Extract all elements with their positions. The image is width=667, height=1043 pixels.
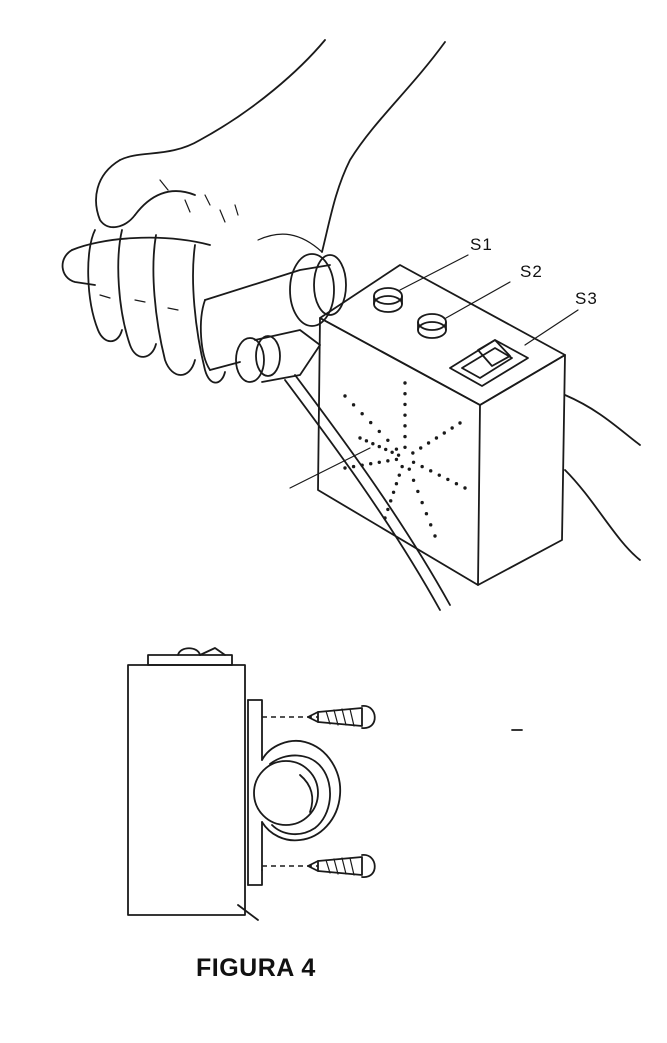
speaker-dot [403, 392, 407, 396]
speaker-dot [397, 473, 401, 477]
speaker-dot [424, 512, 429, 516]
speaker-dot [420, 464, 424, 469]
hand-drawing [61, 39, 446, 384]
speaker-dot [377, 444, 381, 449]
speaker-dot [369, 462, 373, 466]
side-view-box [127, 647, 259, 921]
speaker-dot [396, 453, 401, 457]
speaker-dot [377, 429, 381, 434]
figure-caption: FIGURA 4 [196, 954, 316, 982]
speaker-dot [394, 447, 399, 451]
cable-drawing [284, 374, 451, 611]
speaker-dot [400, 464, 404, 469]
speaker-dot [351, 464, 356, 469]
speaker-dot [394, 457, 399, 462]
speaker-dot [369, 420, 373, 425]
speaker-dot [394, 482, 399, 486]
speaker-dot [433, 534, 437, 538]
speaker-dot [403, 381, 407, 385]
label-s3: S3 [575, 289, 598, 308]
label-leaders [289, 254, 579, 489]
speaker-dot [403, 402, 407, 407]
speaker-dot [446, 477, 450, 482]
speaker-dot [442, 431, 446, 435]
speaker-dot [411, 478, 416, 482]
speaker-dot [343, 394, 347, 398]
screw-top [262, 705, 376, 729]
speaker-dot [458, 421, 462, 425]
speaker-dot [351, 403, 356, 407]
speaker-dot [377, 460, 381, 464]
speaker-dot [386, 507, 390, 512]
speaker-dot [383, 516, 387, 520]
speaker-dot [426, 441, 431, 445]
switch-s3 [449, 339, 529, 387]
speaker-dot [403, 413, 407, 417]
speaker-dot [358, 436, 362, 440]
speaker-dot [364, 439, 369, 443]
speaker-dot [390, 450, 394, 454]
speaker-dot [429, 523, 433, 527]
speaker-dot [391, 490, 396, 494]
speaker-dot [434, 436, 439, 440]
speaker-dot [403, 424, 407, 428]
device-box [317, 264, 566, 586]
label-s2: S2 [520, 262, 543, 281]
speaker-dot [454, 482, 459, 486]
speaker-dot [386, 459, 390, 463]
speaker-dot [389, 499, 393, 503]
screw-bottom [262, 854, 376, 878]
speaker-dot [384, 447, 388, 452]
speaker-dot [360, 463, 364, 467]
speaker-dot [420, 500, 424, 505]
speaker-dot [419, 446, 423, 450]
speaker-dot [403, 434, 407, 439]
speaker-dot [429, 469, 433, 473]
speaker-dot [407, 467, 411, 471]
speaker-dot [411, 460, 416, 464]
speaker-dot [463, 486, 467, 490]
mounting-bracket [247, 699, 341, 886]
handlebar-drawing [200, 253, 641, 561]
speaker-dot [403, 445, 407, 449]
speaker-dot [343, 466, 347, 470]
speaker-dot [360, 412, 364, 416]
speaker-dot [450, 426, 454, 430]
speaker-dot [416, 489, 420, 494]
speaker-dot [371, 442, 375, 446]
speaker-grille [343, 381, 467, 538]
button-s1 [373, 287, 403, 313]
button-s2 [417, 313, 447, 339]
speaker-dot [437, 473, 441, 477]
speaker-dot [411, 451, 415, 455]
speaker-dot [386, 438, 390, 442]
label-s1: S1 [470, 235, 493, 254]
